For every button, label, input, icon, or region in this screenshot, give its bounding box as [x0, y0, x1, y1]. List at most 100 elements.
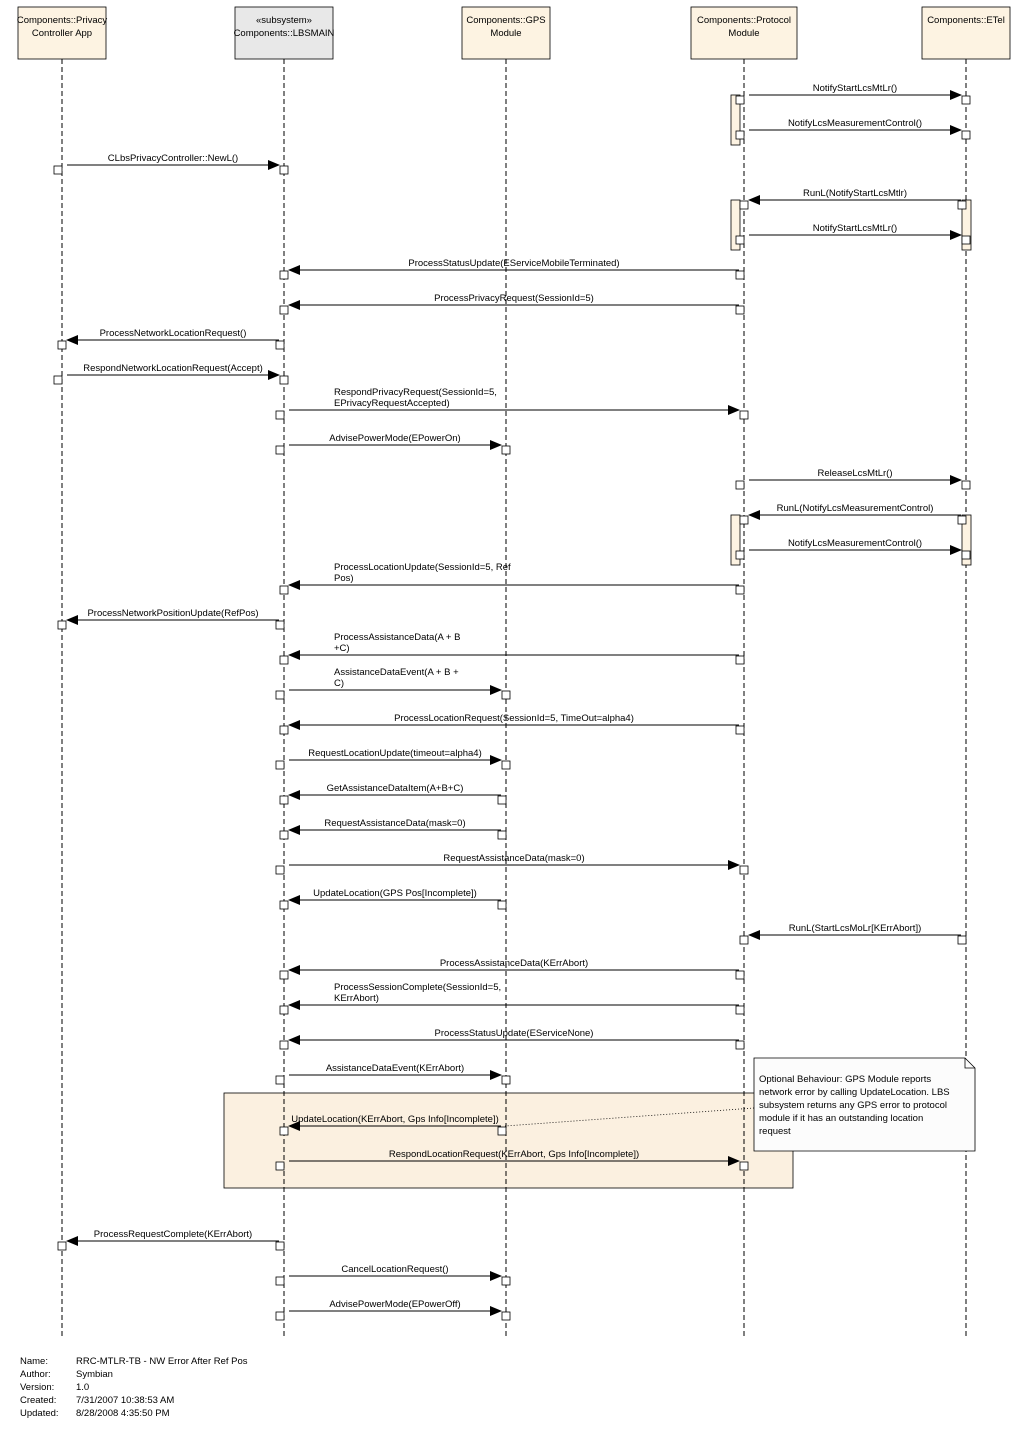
lifeline-title: Module — [728, 28, 759, 39]
message-label: RequestLocationUpdate(timeout=alpha4) — [308, 748, 482, 759]
note: Optional Behaviour: GPS Module reportsne… — [504, 1057, 976, 1152]
message: ReleaseLcsMtLr() — [735, 468, 971, 490]
message-label: ProcessRequestComplete(KErrAbort) — [94, 1229, 252, 1240]
message: AssistanceDataEvent(KErrAbort) — [275, 1063, 511, 1085]
execution-marker — [739, 1161, 749, 1171]
message: RequestAssistanceData(mask=0) — [279, 818, 507, 840]
note-text: request — [759, 1126, 791, 1137]
execution-marker — [57, 620, 67, 630]
execution-marker — [739, 410, 749, 420]
message-label: NotifyStartLcsMtLr() — [813, 83, 897, 94]
execution-marker — [275, 1311, 285, 1321]
metadata-value: 1.0 — [76, 1382, 90, 1393]
message-label: C) — [334, 678, 344, 689]
execution-marker — [961, 480, 971, 490]
execution-marker — [735, 725, 745, 735]
metadata-author-row: Author:Symbian — [20, 1368, 248, 1381]
message-label: UpdateLocation(GPS Pos[Incomplete]) — [313, 888, 477, 899]
note-text: module if it has an outstanding location — [759, 1113, 923, 1124]
message: NotifyLcsMeasurementControl() — [735, 538, 971, 560]
execution-marker — [961, 550, 971, 560]
message: RunL(StartLcsMoLr[KErrAbort]) — [739, 923, 967, 945]
activation-bar — [730, 199, 741, 251]
execution-marker — [501, 1276, 511, 1286]
metadata-updated-row: Updated:8/28/2008 4:35:50 PM — [20, 1407, 248, 1420]
execution-marker — [279, 375, 289, 385]
message-label: CLbsPrivacyController::NewL() — [108, 153, 238, 164]
metadata-key: Author: — [20, 1369, 51, 1380]
execution-marker — [279, 795, 289, 805]
execution-marker — [275, 1075, 285, 1085]
lifeline: Components::PrivacyController App — [17, 6, 107, 1338]
execution-marker — [279, 1126, 289, 1136]
lifeline-title: Components::LBSMAIN — [234, 28, 335, 39]
execution-marker — [739, 515, 749, 525]
execution-marker — [57, 1241, 67, 1251]
execution-marker — [501, 1311, 511, 1321]
note-box — [753, 1057, 976, 1152]
message: ProcessNetworkLocationRequest() — [57, 328, 285, 350]
execution-marker — [735, 655, 745, 665]
message: ProcessStatusUpdate(EServiceNone) — [279, 1028, 745, 1050]
message: CancelLocationRequest() — [275, 1264, 511, 1286]
execution-marker — [501, 760, 511, 770]
execution-marker — [279, 1040, 289, 1050]
message: CLbsPrivacyController::NewL() — [53, 153, 289, 175]
message-label: RequestAssistanceData(mask=0) — [443, 853, 584, 864]
message: RunL(NotifyLcsMeasurementControl) — [739, 503, 967, 525]
lifeline-title: Controller App — [32, 28, 92, 39]
execution-marker — [735, 1040, 745, 1050]
lifeline-header — [234, 6, 334, 60]
metadata-key: Updated: — [20, 1408, 59, 1419]
message: ProcessPrivacyRequest(SessionId=5) — [279, 293, 745, 315]
message-label: ProcessAssistanceData(KErrAbort) — [440, 958, 588, 969]
execution-marker — [279, 165, 289, 175]
message-label: RespondLocationRequest(KErrAbort, Gps In… — [389, 1149, 639, 1160]
message: AdvisePowerMode(EPowerOn) — [275, 433, 511, 455]
lifeline-header — [17, 6, 107, 60]
lifeline-header — [461, 6, 551, 60]
execution-marker — [279, 830, 289, 840]
message-label: AssistanceDataEvent(A + B + — [334, 667, 459, 678]
message-label: NotifyLcsMeasurementControl() — [788, 538, 922, 549]
message-label: RunL(NotifyStartLcsMtlr) — [803, 188, 907, 199]
message-label: RespondPrivacyRequest(SessionId=5, — [334, 387, 497, 398]
message-label: ProcessAssistanceData(A + B — [334, 632, 460, 643]
execution-marker — [279, 585, 289, 595]
message-label: ProcessSessionComplete(SessionId=5, — [334, 982, 501, 993]
metadata-key: Name: — [20, 1356, 48, 1367]
message-label: ProcessLocationRequest(SessionId=5, Time… — [394, 713, 634, 724]
message-label: RunL(StartLcsMoLr[KErrAbort]) — [789, 923, 922, 934]
message: RunL(NotifyStartLcsMtlr) — [739, 188, 967, 210]
execution-marker — [279, 900, 289, 910]
message: ProcessNetworkPositionUpdate(RefPos) — [57, 608, 285, 630]
execution-marker — [735, 270, 745, 280]
execution-marker — [961, 235, 971, 245]
execution-marker — [275, 1241, 285, 1251]
execution-marker — [275, 865, 285, 875]
message-label: AdvisePowerMode(EPowerOff) — [329, 1299, 460, 1310]
execution-marker — [275, 410, 285, 420]
execution-marker — [735, 970, 745, 980]
message-label: AdvisePowerMode(EPowerOn) — [329, 433, 460, 444]
lifeline: «subsystem»Components::LBSMAIN — [234, 6, 335, 1338]
message: RespondNetworkLocationRequest(Accept) — [53, 363, 289, 385]
message: UpdateLocation(GPS Pos[Incomplete]) — [279, 888, 507, 910]
execution-marker — [957, 935, 967, 945]
message: NotifyStartLcsMtLr() — [735, 83, 971, 105]
execution-marker — [501, 1075, 511, 1085]
execution-marker — [57, 340, 67, 350]
lifeline-title: Components::GPS — [466, 15, 545, 26]
metadata-version-row: Version:1.0 — [20, 1381, 248, 1394]
message-label: ProcessStatusUpdate(EServiceNone) — [435, 1028, 594, 1039]
message-label: GetAssistanceDataItem(A+B+C) — [327, 783, 464, 794]
message-label: NotifyLcsMeasurementControl() — [788, 118, 922, 129]
activation-bar — [730, 94, 741, 146]
execution-marker — [501, 445, 511, 455]
message-label: ProcessNetworkPositionUpdate(RefPos) — [87, 608, 258, 619]
note-text: subsystem returns any GPS error to proto… — [759, 1100, 947, 1111]
message: NotifyLcsMeasurementControl() — [735, 118, 971, 140]
message-label: ProcessLocationUpdate(SessionId=5, Ref — [334, 562, 511, 573]
execution-marker — [275, 620, 285, 630]
execution-marker — [279, 655, 289, 665]
